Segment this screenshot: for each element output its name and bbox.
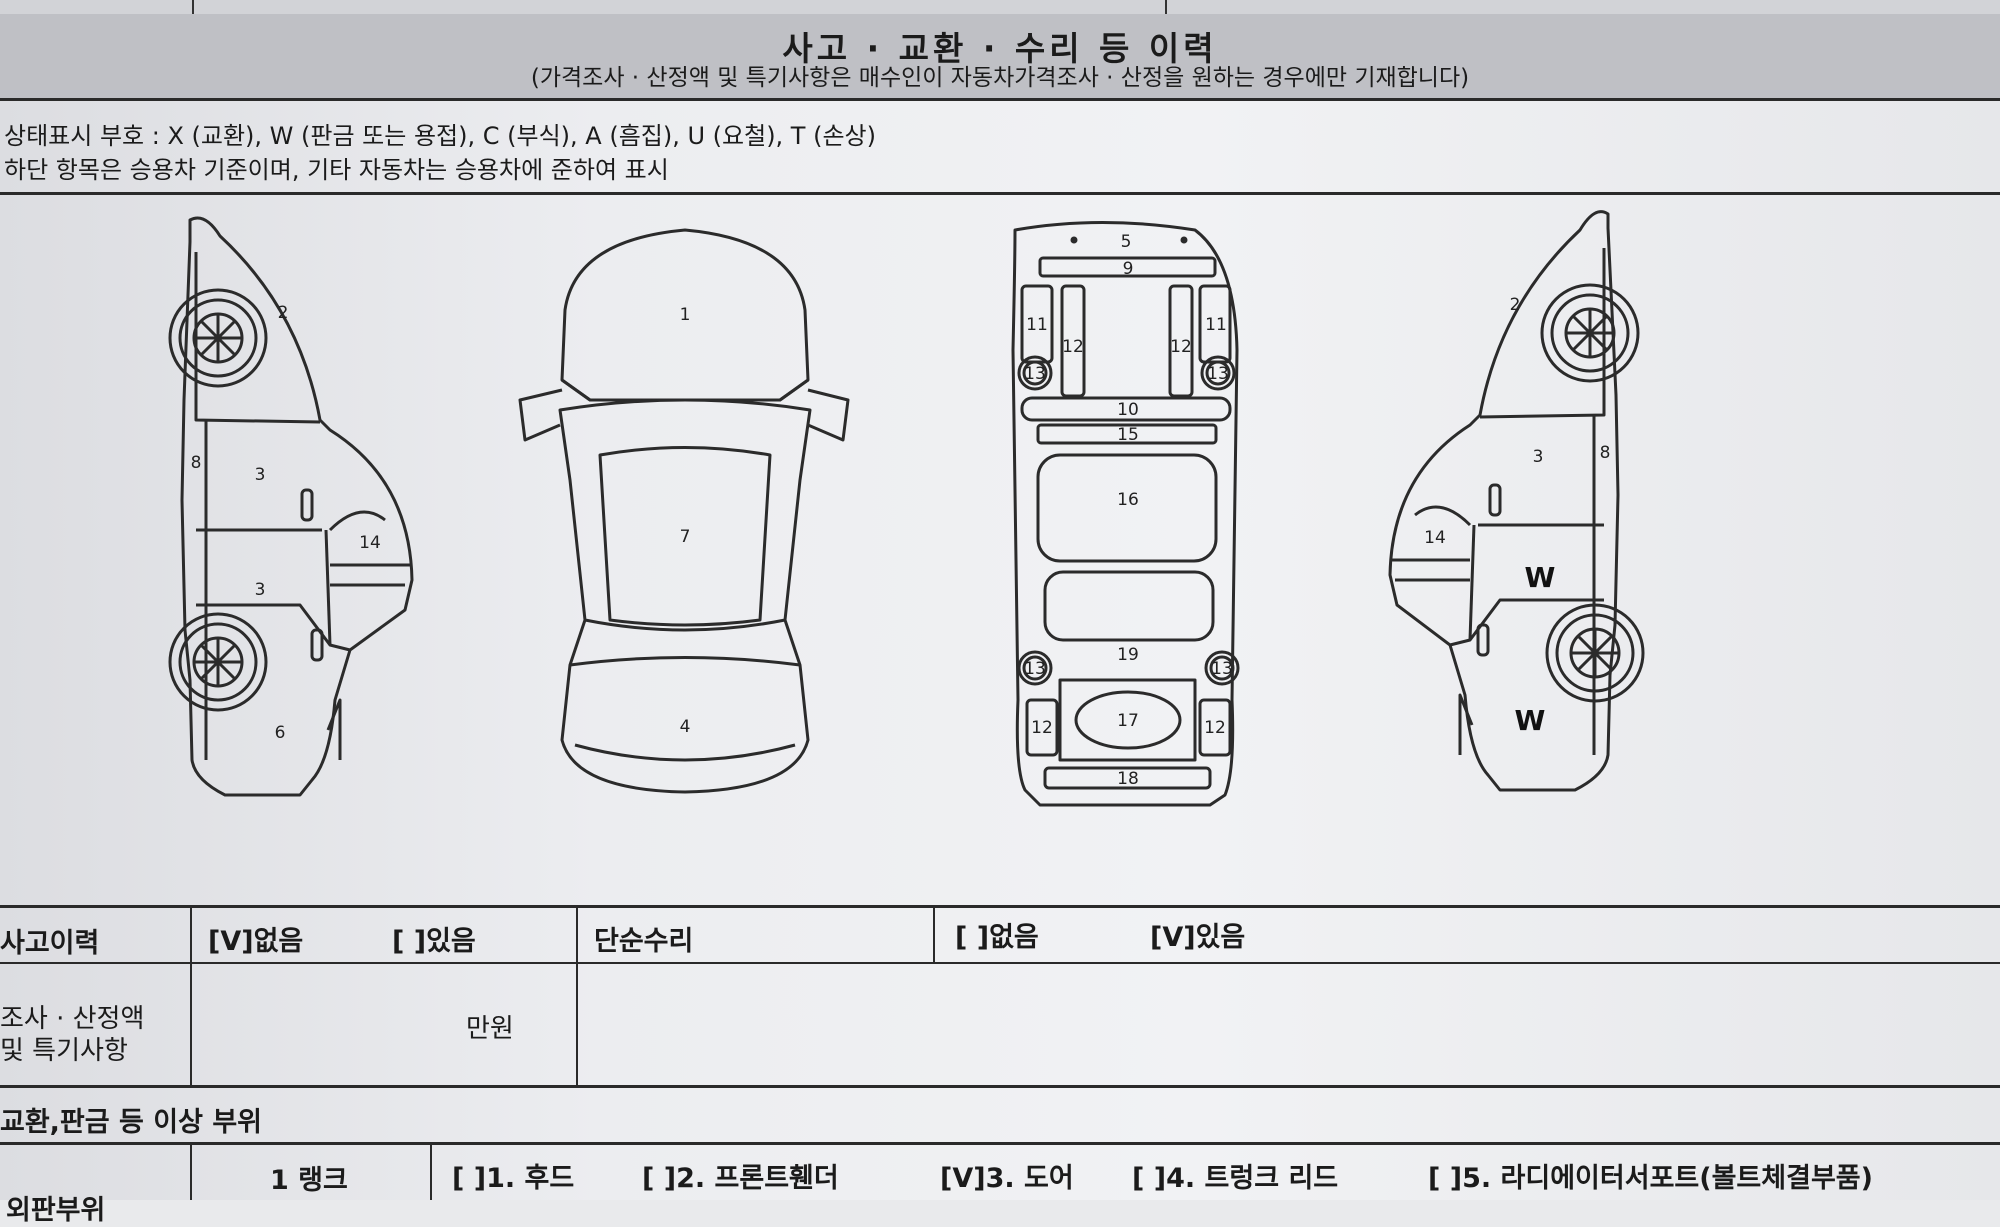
part-label: 2 [1510,295,1521,315]
status-legend: 상태표시 부호 : X (교환), W (판금 또는 용접), C (부식), … [4,122,876,150]
part-label: 11 [1205,315,1227,335]
part-label: 5 [1121,232,1132,252]
special-notes-label: 및 특기사항 [0,1036,128,1066]
top-view-labels: 1 7 4 [680,305,691,737]
table-rule [933,905,935,962]
accident-none-checkbox[interactable]: [V]없음 [208,926,304,957]
repair-none-checkbox[interactable]: [ ]없음 [955,922,1039,953]
price-survey-label: 조사 · 산정액 [0,1004,145,1034]
part-label: 1 [680,305,691,325]
weld-mark: W [1515,704,1546,737]
part-front-fender-checkbox[interactable]: [ ]2. 프론트휀더 [642,1163,839,1194]
part-label: 8 [1600,443,1611,463]
part-hood-checkbox[interactable]: [ ]1. 후드 [452,1163,575,1194]
part-radiator-support-checkbox[interactable]: [ ]5. 라디에이터서포트(볼트체결부품) [1428,1163,1873,1194]
rank-label: 1 랭크 [270,1165,348,1196]
abnormal-parts-title: 교환,판금 등 이상 부위 [0,1107,263,1138]
part-label: 3 [1533,447,1544,467]
repair-exists-checkbox[interactable]: [V]있음 [1150,922,1246,953]
part-label: 12 [1031,718,1053,738]
right-side-labels: 2 3 8 14 [1424,295,1610,548]
part-label: 14 [359,533,381,553]
left-side-labels: 2 8 3 3 14 6 [191,303,381,743]
table-rule [0,962,2000,964]
part-trunk-lid-checkbox[interactable]: [ ]4. 트렁크 리드 [1132,1163,1339,1194]
part-label: 3 [255,465,266,485]
part-label: 13 [1024,364,1046,384]
part-label: 11 [1026,315,1048,335]
legend-note: 하단 항목은 승용차 기준이며, 기타 자동차는 승용차에 준하여 표시 [4,156,669,184]
accident-exists-checkbox[interactable]: [ ]있음 [392,926,476,957]
price-unit: 만원 [466,1014,514,1044]
legend-divider [0,192,2000,195]
accident-history-label: 사고이력 [0,928,100,959]
part-label: 19 [1117,645,1139,665]
part-label: 10 [1117,400,1139,420]
top-view [518,228,850,794]
table-rule [190,905,192,1085]
table-rule [0,1142,2000,1145]
section-title: 사고 · 교환 · 수리 등 이력 [782,29,1218,68]
part-label: 12 [1170,337,1192,357]
part-label: 8 [191,453,202,473]
part-door-checkbox[interactable]: [V]3. 도어 [940,1163,1074,1194]
underside-view [1011,221,1240,807]
part-label: 12 [1062,337,1084,357]
part-label: 2 [278,303,289,323]
part-label: 4 [680,717,691,737]
part-label: 15 [1117,425,1139,445]
table-rule [430,1142,432,1200]
outer-panel-label: 외판부위 [6,1195,106,1226]
part-label: 13 [1211,659,1233,679]
simple-repair-label: 단순수리 [594,926,694,957]
part-label: 13 [1207,364,1229,384]
part-label: 13 [1024,659,1046,679]
inspection-sheet [0,0,2000,1200]
weld-mark: W [1525,561,1556,594]
part-label: 14 [1424,528,1446,548]
part-label: 16 [1117,490,1139,510]
section-subtitle: (가격조사 · 산정액 및 특기사항은 매수인이 자동차가격조사 · 산정을 원… [530,65,1470,91]
table-rule [0,1085,2000,1088]
part-label: 9 [1123,259,1134,279]
part-label: 18 [1117,769,1139,789]
table-rule [190,1142,192,1200]
part-label: 3 [255,580,266,600]
underside-labels: 5 9 11 11 12 12 13 13 10 15 16 19 13 13 … [1024,232,1233,789]
part-label: 6 [275,723,286,743]
section-header [0,14,2000,101]
part-label: 17 [1117,711,1139,731]
table-rule [0,905,2000,908]
part-label: 7 [680,527,691,547]
part-label: 12 [1204,718,1226,738]
table-rule [576,905,578,1085]
left-side-view [168,216,414,797]
car-diagram: 2 8 3 3 14 6 1 7 4 5 9 11 11 12 12 13 13… [168,210,1645,807]
right-side-view [1388,210,1645,792]
